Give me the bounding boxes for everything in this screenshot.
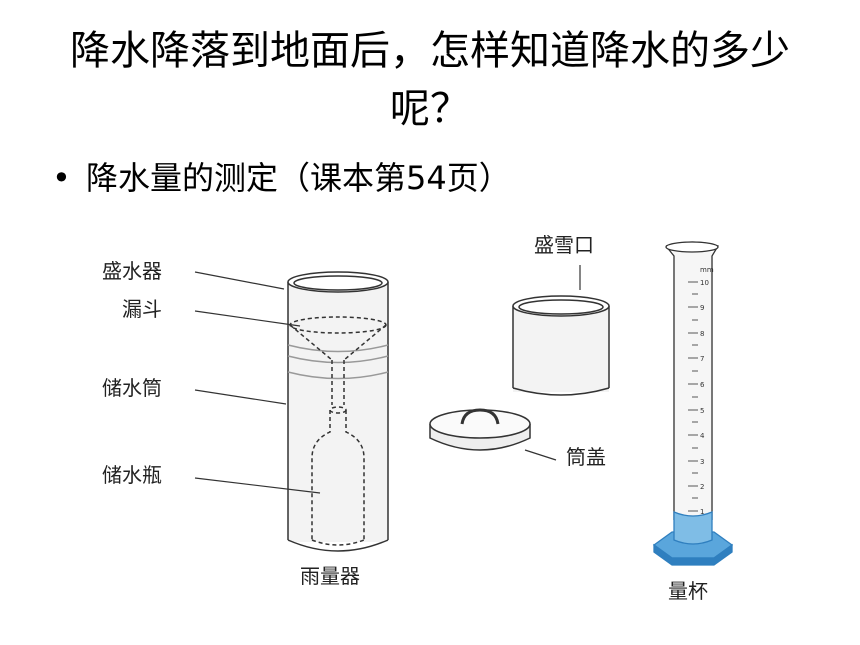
scale-numbers: 10 9 8 7 6 5 4 3 2 1 (700, 279, 709, 516)
bullet-item: • 降水量的测定（课本第54页） (52, 158, 511, 198)
label-rain-gauge: 雨量器 (300, 564, 360, 588)
scale-unit: mm (700, 266, 714, 274)
measuring-cup (652, 241, 734, 566)
scale-tick-label: 4 (700, 432, 705, 440)
bullet-dot: • (52, 159, 71, 197)
scale-tick-label: 6 (700, 381, 705, 389)
scale-tick-label: 9 (700, 304, 704, 312)
slide-title: 降水降落到地面后，怎样知道降水的多少呢？ (70, 28, 790, 132)
label-snow-opening: 盛雪口 (534, 233, 594, 257)
label-tube-cover: 筒盖 (566, 445, 606, 469)
rain-gauge (287, 271, 389, 552)
label-container: 盛水器 (102, 259, 162, 283)
scale-tick-label: 7 (700, 355, 704, 363)
scale-tick-label: 5 (700, 407, 704, 415)
label-funnel: 漏斗 (122, 297, 162, 321)
tube-cover (429, 408, 531, 451)
label-storage-tube: 储水筒 (102, 376, 162, 400)
scale-tick-label: 2 (700, 483, 704, 491)
label-storage-bottle: 储水瓶 (102, 463, 162, 487)
label-measuring-cup: 量杯 (668, 579, 708, 603)
leader-lines (194, 265, 581, 494)
scale-tick-label: 3 (700, 458, 704, 466)
scale-tick-label: 1 (700, 508, 704, 516)
scale-tick-label: 10 (700, 279, 709, 287)
bullet-text: 降水量的测定（课本第54页） (86, 159, 511, 197)
scale-tick-label: 8 (700, 330, 704, 338)
snow-collector (512, 295, 610, 396)
